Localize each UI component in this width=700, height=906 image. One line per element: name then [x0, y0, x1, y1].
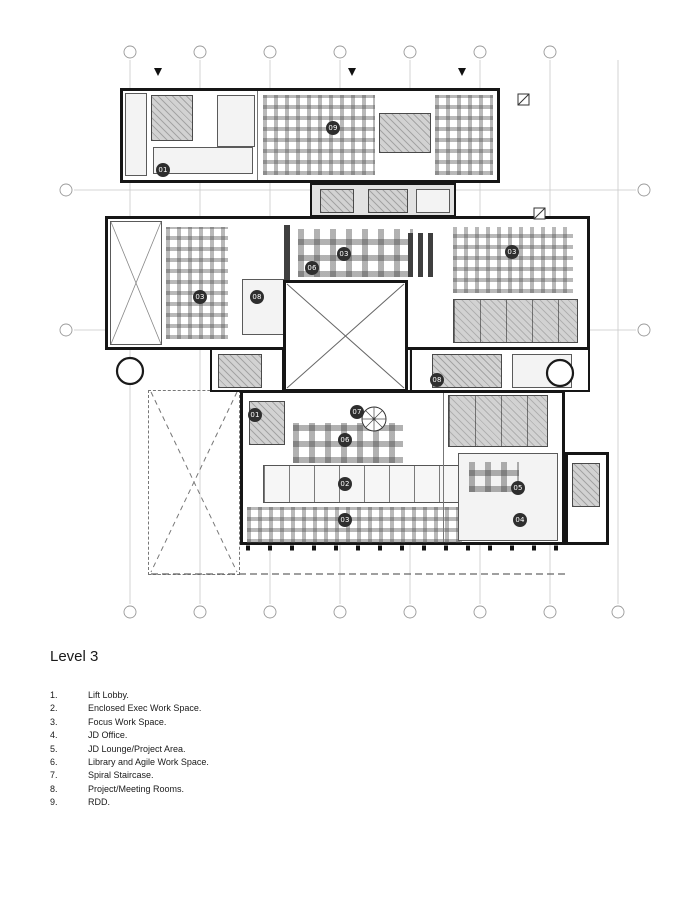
grid-bubbles [59, 45, 651, 619]
stair-core [218, 354, 262, 388]
legend-item-number: 4. [50, 730, 58, 741]
legend-item: 9. RDD. [50, 796, 209, 809]
section-flags [517, 93, 546, 220]
plan-marker-06: 06 [338, 433, 352, 447]
meeting-core [432, 354, 502, 388]
legend-item-label: JD Lounge/Project Area. [88, 743, 186, 754]
legend-item-label: Project/Meeting Rooms. [88, 783, 185, 794]
focus-desks [247, 507, 462, 543]
legend-item-number: 8. [50, 783, 58, 794]
plan-marker-03: 03 [193, 290, 207, 304]
desk-cluster [263, 95, 375, 175]
annotation-layer [110, 68, 575, 575]
atrium-cross [286, 283, 405, 389]
legend-item: 3. Focus Work Space. [50, 716, 209, 729]
right-stair-extension [565, 452, 609, 545]
focus-desks [453, 227, 573, 293]
legend-item-label: Spiral Staircase. [88, 770, 154, 781]
exec-office-row [263, 465, 463, 503]
spiral-staircase [361, 406, 387, 432]
partition-wall [443, 393, 444, 542]
legend-item-label: Focus Work Space. [88, 716, 167, 727]
lift-core [151, 95, 193, 141]
legend-item-number: 6. [50, 757, 58, 768]
top-wing [120, 88, 500, 183]
wc-core [368, 189, 408, 213]
void-cross [110, 221, 162, 345]
legend-item-label: Library and Agile Work Space. [88, 757, 209, 768]
legend-item-number: 3. [50, 716, 58, 727]
jd-office-suite [458, 453, 558, 541]
legend-item-number: 5. [50, 743, 58, 754]
legend-item: 7. Spiral Staircase. [50, 769, 209, 782]
legend: Level 3 1. Lift Lobby. 2. Enclosed Exec … [50, 648, 209, 810]
legend-item-label: Lift Lobby. [88, 690, 129, 700]
plan-marker-02: 02 [338, 477, 352, 491]
legend-item-label: JD Office. [88, 730, 128, 741]
legend-item: 8. Project/Meeting Rooms. [50, 783, 209, 796]
floor-plan: 01 09 03 08 03 06 03 08 01 07 06 02 03 0… [59, 45, 651, 619]
plan-marker-01: 01 [156, 163, 170, 177]
focus-desks [166, 227, 228, 339]
terrace-cross [150, 391, 238, 573]
plan-marker-03: 03 [505, 245, 519, 259]
legend-item: 2. Enclosed Exec Work Space. [50, 702, 209, 715]
stair-core [320, 189, 354, 213]
plan-marker-01: 01 [248, 408, 262, 422]
meeting-room-row [453, 299, 578, 343]
legend-item-number: 2. [50, 703, 58, 714]
service-room [416, 189, 450, 213]
plan-marker-04: 04 [513, 513, 527, 527]
legend-item: 5. JD Lounge/Project Area. [50, 743, 209, 756]
legend-item: 4. JD Office. [50, 729, 209, 742]
stair-core [572, 463, 600, 507]
plan-marker-09: 09 [326, 121, 340, 135]
legend-item-number: 1. [50, 690, 58, 700]
link-bridge [310, 183, 456, 217]
lower-block [240, 390, 565, 545]
jd-tables [469, 462, 519, 492]
legend-item: 1. Lift Lobby. [50, 689, 209, 702]
open-terrace [148, 390, 240, 575]
wc-rooms [125, 93, 147, 176]
plan-marker-07: 07 [350, 405, 364, 419]
legend-item: 6. Library and Agile Work Space. [50, 756, 209, 769]
plan-marker-08: 08 [250, 290, 264, 304]
legend-item-number: 7. [50, 770, 58, 781]
column-circles [115, 356, 575, 388]
legend-item-label: Enclosed Exec Work Space. [88, 703, 202, 714]
lift-lobby-core [249, 401, 285, 445]
legend-title: Level 3 [50, 648, 99, 665]
pantry-core [379, 113, 431, 153]
meeting-room [217, 95, 255, 147]
partition-wall [257, 91, 258, 180]
legend-item-label: RDD. [88, 797, 110, 808]
plan-marker-08: 08 [430, 373, 444, 387]
plan-marker-03: 03 [337, 247, 351, 261]
library-shelf [418, 233, 423, 277]
legend-item-number: 9. [50, 797, 58, 808]
plan-marker-05: 05 [511, 481, 525, 495]
library-shelf [428, 233, 433, 277]
service-room-row [448, 395, 548, 447]
plan-marker-03: 03 [338, 513, 352, 527]
section-arrows [154, 68, 466, 76]
middle-block [105, 216, 590, 350]
desk-cluster [435, 95, 493, 175]
library-shelf [408, 233, 413, 277]
plan-marker-06: 06 [305, 261, 319, 275]
